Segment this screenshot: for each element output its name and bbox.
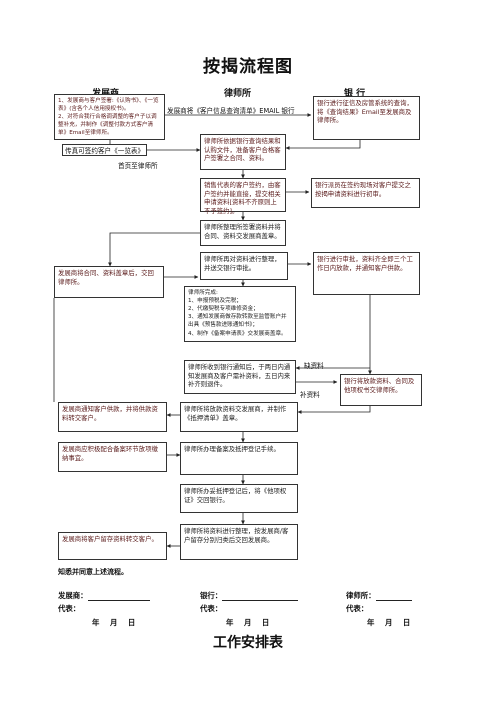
bank-signature-line[interactable] xyxy=(222,591,299,601)
developer-rep-label: 代表： xyxy=(58,604,81,613)
fax-label: 传真可签约客户《一览表》 xyxy=(62,144,148,156)
lawyer-signature-label: 律师所： xyxy=(346,591,376,600)
developer-date: 年 月 日 xyxy=(92,618,136,627)
bank-search-box: 银行进行征信及房管系统的查询，将《查询结果》Email至发展商及律师所。 xyxy=(313,96,420,140)
column-lawyer: 律师所 xyxy=(224,89,252,99)
lawyer-date: 年 月 日 xyxy=(367,618,411,627)
lawyer-rep-box: 销售代表的客户签约，由客户签约并能直接，提交相关申请资料[资料不齐原则上不予签约… xyxy=(200,178,286,215)
developer-signature-label: 发展商： xyxy=(58,591,88,600)
bank-rep-label: 代表： xyxy=(200,604,223,613)
agreement-note: 知悉并同意上述流程。 xyxy=(58,568,128,576)
missing-docs-label: 缺资料 xyxy=(304,362,324,370)
developer-signature: 发展商： xyxy=(58,590,150,601)
column-bank: 银 行 xyxy=(344,89,366,99)
bank-signature-label: 银行： xyxy=(200,591,223,600)
lawyer-submit-box: 律师所再对资料进行整理，并送交银行审批。 xyxy=(200,252,288,280)
lawyer-return-box: 律师所办妥抵押登记后，将《他项权证》交回银行。 xyxy=(180,484,298,513)
email-arrow-label: 发展商将《客户信息查询清单》EMAIL 银行 xyxy=(167,107,295,115)
lawyer-notify-box: 律师所收到银行通知后，于两日内通知发展商及客户需补资料，五日内来补齐则退件。 xyxy=(184,360,296,394)
lawyer-archive-box: 律师所将资料进行整理，按发展商/客户留存分别归类后交回发展商。 xyxy=(180,524,298,560)
bank-face-box: 银行派员在签约现场对客户提交之按揭申请资料进行初审。 xyxy=(311,178,420,208)
lawyer-done-box: 律师所完成: 1、申报预税及完税； 2、代缴契税专项维修资金； 3、通知发展商做… xyxy=(184,286,296,342)
dev-assist-box: 发展商应积极配合备案环节放项缴纳事宜。 xyxy=(58,442,167,472)
next-section-title: 工作安排表 xyxy=(213,635,283,651)
dev-notify-box: 发展商通知客户供款，并将供款资料转交客户。 xyxy=(58,402,167,432)
lawyer-sort-box: 律师所整理所签署资料并将合同、资料交发展商盖章。 xyxy=(200,220,286,246)
lawyer-deliver-box: 律师所将放款资料交发展商，并制作《抵押清单》盖章。 xyxy=(180,402,298,432)
bank-release-box: 银行将放款资料、合同及他项权书交律师所。 xyxy=(340,374,422,406)
first-page-label: 首页至律师所 xyxy=(118,162,158,170)
bank-approve-box: 银行进行审批，资料齐全即三个工作日内放款，并通知客户供款。 xyxy=(313,252,420,295)
lawyer-signature-line[interactable] xyxy=(375,591,412,601)
lawyer-record-box: 律师所办理备案及抵押登记手续。 xyxy=(180,442,298,475)
lawyer-signature: 律师所： xyxy=(346,590,412,601)
bank-date: 年 月 日 xyxy=(226,618,270,627)
supplement-docs-label: 补资料 xyxy=(300,391,320,399)
bank-signature: 银行： xyxy=(200,590,299,601)
dev-start-box: 1、发展商与客户签署:《认购书》、《一览表》(含各个人信用授权书)。 2、对符合… xyxy=(54,94,165,140)
lawyer-rep-label: 代表： xyxy=(346,604,369,613)
dev-archive-box: 发展商将客户留存资料转交客户。 xyxy=(58,532,167,560)
page-title: 按揭流程图 xyxy=(203,57,293,77)
developer-signature-line[interactable] xyxy=(87,591,150,601)
dev-stamp-box: 发展商将合同、资料盖章后，交回律师所。 xyxy=(54,266,164,298)
lawyer-sign-box: 律师所依据银行查询结果和认购文件，准备客户合格客户签署之合同、资料。 xyxy=(200,134,286,170)
